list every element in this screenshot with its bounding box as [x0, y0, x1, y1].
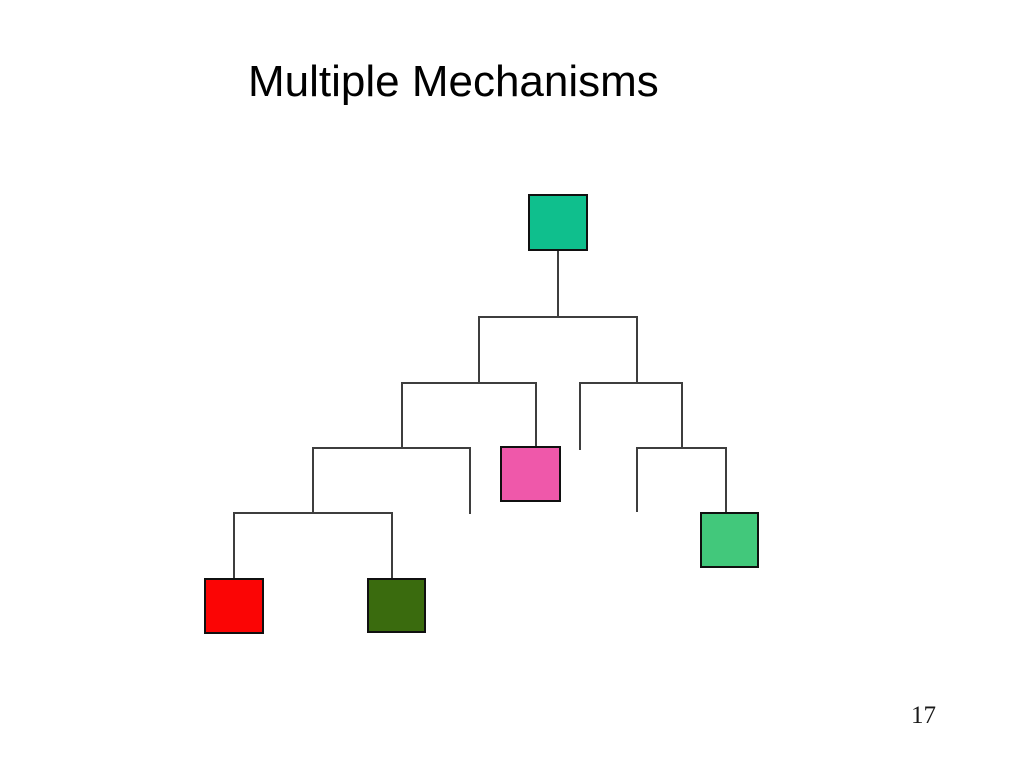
connector-level4-left-bar [233, 512, 393, 580]
node-pink [500, 446, 561, 502]
node-root [528, 194, 588, 251]
connector-level3-left-bar [312, 447, 471, 514]
slide-title: Multiple Mechanisms [248, 57, 659, 106]
node-dark-green [367, 578, 426, 633]
tree-connectors [233, 249, 727, 580]
connector-level2-left-bar [401, 382, 537, 448]
tree-nodes [204, 194, 759, 634]
page-number: 17 [911, 702, 936, 729]
connector-level2-right-bar [579, 382, 683, 450]
node-seafoam [700, 512, 759, 568]
connector-level1-bar [478, 316, 638, 383]
connector-level3-right-bar [636, 447, 727, 514]
node-red [204, 578, 264, 634]
